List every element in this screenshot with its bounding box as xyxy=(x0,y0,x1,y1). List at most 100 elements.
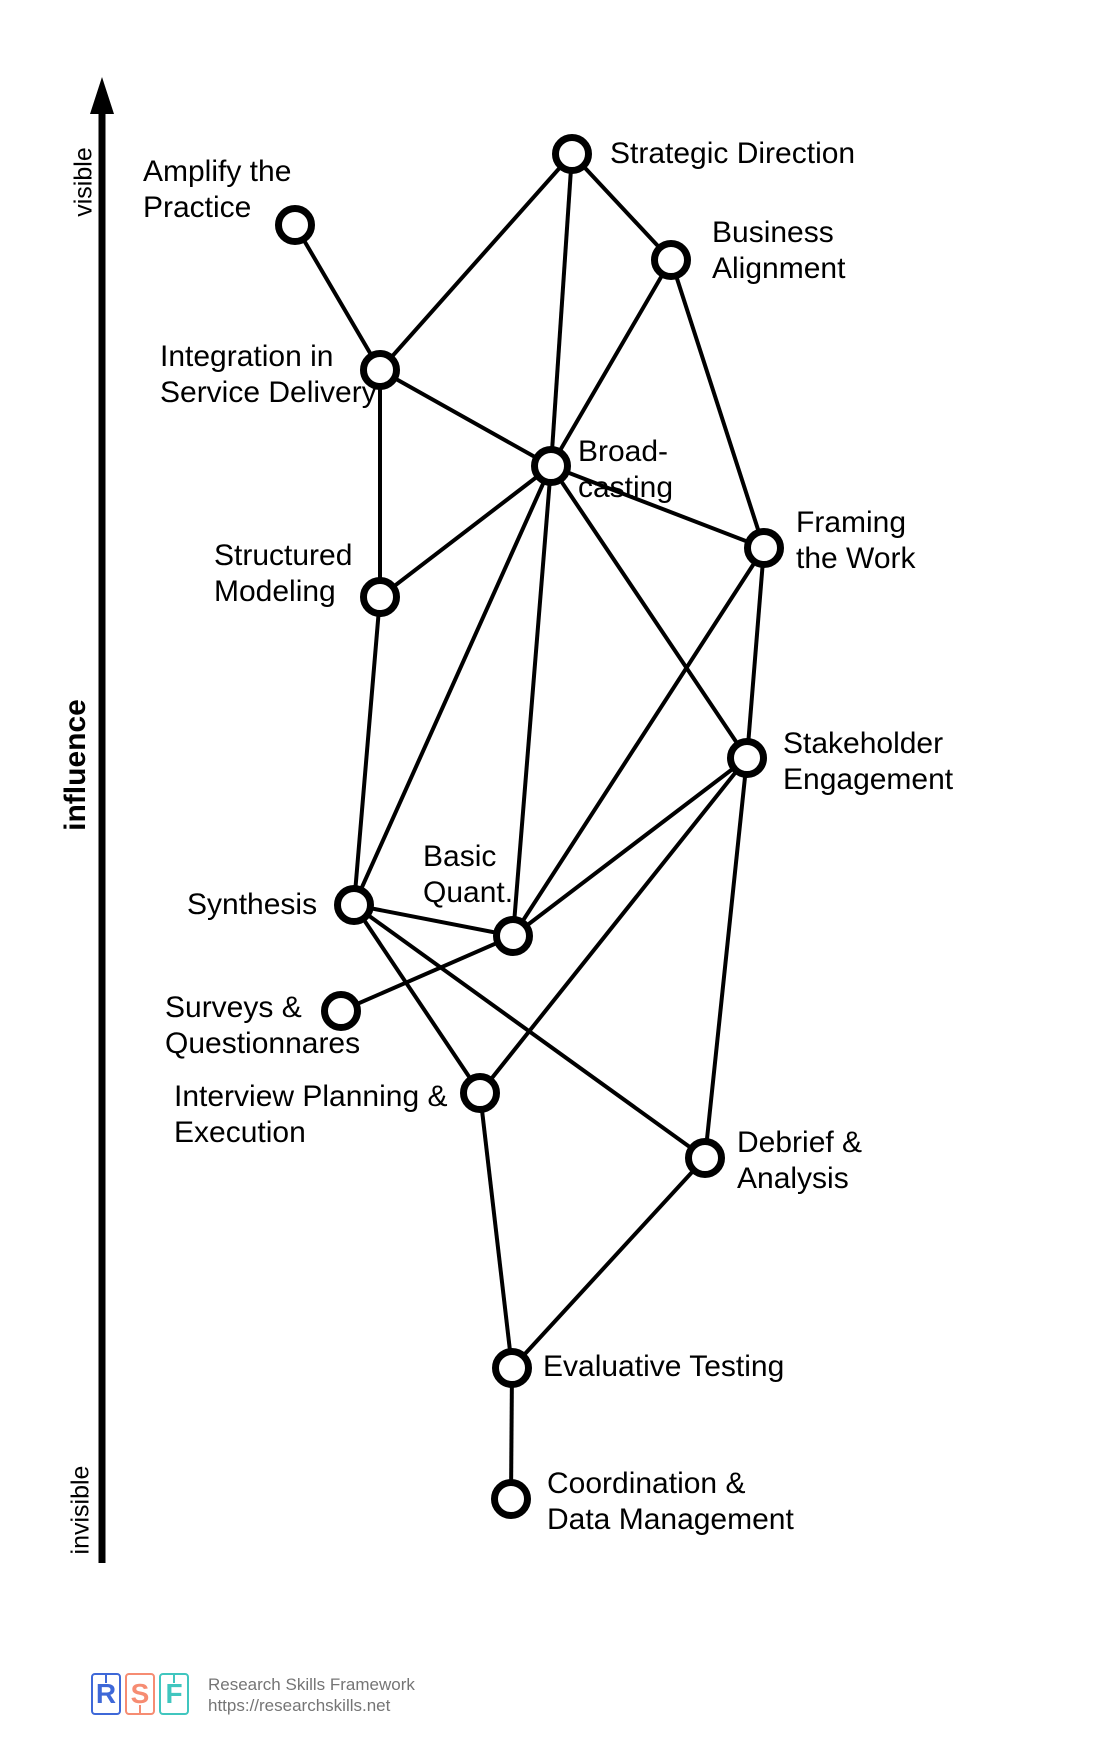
edge-business-alignment--broadcasting xyxy=(549,258,673,468)
edge-interview-planning-execution--evaluative-testing xyxy=(478,1092,514,1369)
label-line: Stakeholder xyxy=(783,727,944,760)
label-line: Interview Planning & xyxy=(174,1080,448,1113)
label-line: Quant. xyxy=(423,876,514,909)
edge-integration-in-service-delivery--broadcasting xyxy=(379,368,552,468)
node-broadcasting xyxy=(531,446,571,486)
label-surveys-questionnares: Surveys &Questionnares xyxy=(165,990,360,1062)
footer-text: Research Skills Framework https://resear… xyxy=(208,1674,415,1716)
label-line: Integration in xyxy=(160,340,334,373)
label-line: Basic xyxy=(423,840,497,873)
label-line: Business xyxy=(712,216,834,249)
logo-box-s: S xyxy=(125,1673,155,1715)
node-basic-quant xyxy=(493,916,533,956)
node-amplify-the-practice xyxy=(275,205,315,245)
footer-url: https://researchskills.net xyxy=(208,1696,391,1715)
logo-tick-icon xyxy=(139,1705,141,1713)
node-surveys-questionnares xyxy=(321,991,361,1031)
label-line: Coordination & xyxy=(547,1467,746,1500)
label-line: Framing xyxy=(796,506,907,539)
edge-broadcasting--structured-modeling xyxy=(378,464,553,599)
edge-amplify-the-practice--integration-in-service-delivery xyxy=(293,223,382,372)
label-line: Surveys & xyxy=(165,991,302,1024)
edge-stakeholder-engagement--interview-planning-execution xyxy=(478,756,749,1095)
node-strategic-direction xyxy=(552,134,592,174)
edge-strategic-direction--business-alignment xyxy=(570,152,673,262)
label-line: Modeling xyxy=(214,575,336,608)
node-evaluative-testing xyxy=(492,1348,532,1388)
label-line: Amplify the xyxy=(143,155,292,188)
label-line: Engagement xyxy=(783,763,954,796)
logo-tick-icon xyxy=(105,1675,107,1683)
node-coordination-data-management xyxy=(491,1479,531,1519)
label-line: Practice xyxy=(143,191,252,224)
edge-framing-the-work--basic-quant xyxy=(511,546,766,938)
node-interview-planning-execution xyxy=(460,1073,500,1113)
logo-box-r: R xyxy=(91,1673,121,1715)
label-line: Service Delivery xyxy=(160,376,377,409)
edge-surveys-questionnares--basic-quant xyxy=(340,934,514,1013)
edge-framing-the-work--stakeholder-engagement xyxy=(745,547,766,759)
label-strategic-direction: Strategic Direction xyxy=(610,136,855,172)
label-line: Data Management xyxy=(547,1503,794,1536)
axis-label-visible: visible xyxy=(69,147,98,217)
label-interview-planning-execution: Interview Planning &Execution xyxy=(174,1079,448,1151)
label-line: Debrief & xyxy=(737,1126,863,1159)
label-line: casting xyxy=(578,471,674,504)
edge-business-alignment--framing-the-work xyxy=(669,259,766,549)
logo-letter: R xyxy=(95,1678,117,1709)
edge-strategic-direction--broadcasting xyxy=(549,153,574,467)
edge-strategic-direction--integration-in-service-delivery xyxy=(378,152,574,372)
edge-broadcasting--basic-quant xyxy=(511,465,553,937)
label-line: the Work xyxy=(796,542,916,575)
node-integration-in-service-delivery xyxy=(360,350,400,390)
edge-broadcasting--synthesis xyxy=(352,465,553,906)
edge-evaluative-testing--coordination-data-management xyxy=(509,1367,514,1500)
edge-debrief-analysis--evaluative-testing xyxy=(510,1156,707,1370)
label-evaluative-testing: Evaluative Testing xyxy=(543,1349,784,1385)
edge-broadcasting--framing-the-work xyxy=(550,464,765,550)
label-debrief-analysis: Debrief &Analysis xyxy=(737,1125,862,1197)
axis-label-influence: influence xyxy=(59,699,92,831)
node-debrief-analysis xyxy=(685,1138,725,1178)
node-synthesis xyxy=(334,885,374,925)
label-line: Strategic Direction xyxy=(610,137,856,170)
node-framing-the-work xyxy=(744,528,784,568)
label-line: Synthesis xyxy=(187,888,318,921)
edge-synthesis--interview-planning-execution xyxy=(352,903,482,1095)
label-synthesis: Synthesis xyxy=(187,887,317,923)
node-stakeholder-engagement xyxy=(727,738,767,778)
edge-stakeholder-engagement--debrief-analysis xyxy=(703,757,749,1159)
label-line: Execution xyxy=(174,1116,306,1149)
footer-title: Research Skills Framework xyxy=(208,1675,415,1694)
logo-tick-icon xyxy=(173,1675,175,1683)
label-line: Alignment xyxy=(712,252,846,285)
logo-box-f: F xyxy=(159,1673,189,1715)
node-structured-modeling xyxy=(360,577,400,617)
label-broadcasting: Broad-casting xyxy=(578,434,673,506)
label-line: Evaluative Testing xyxy=(543,1350,785,1383)
label-line: Analysis xyxy=(737,1162,849,1195)
edge-structured-modeling--synthesis xyxy=(352,596,382,906)
node-business-alignment xyxy=(651,240,691,280)
edge-synthesis--basic-quant xyxy=(353,903,514,938)
edge-basic-quant--stakeholder-engagement xyxy=(511,756,749,938)
label-line: Broad- xyxy=(578,435,669,468)
logo-letter: F xyxy=(165,1678,183,1709)
label-line: Questionnares xyxy=(165,1027,361,1060)
axis-label-invisible: invisible xyxy=(66,1465,95,1555)
label-coordination-data-management: Coordination &Data Management xyxy=(547,1466,794,1538)
edge-broadcasting--stakeholder-engagement xyxy=(549,464,749,760)
label-line: Structured xyxy=(214,539,353,572)
influence-axis-arrowhead-icon xyxy=(90,77,114,114)
